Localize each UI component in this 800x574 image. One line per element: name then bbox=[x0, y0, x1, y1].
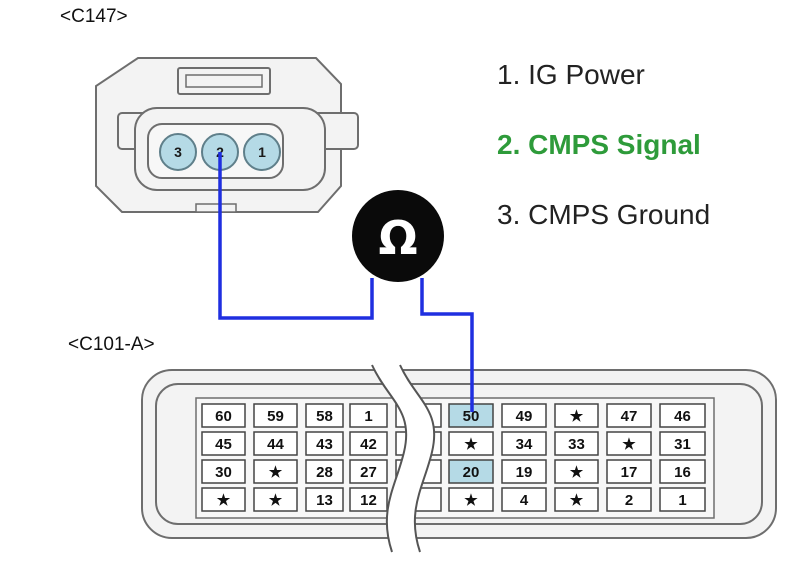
pin-cell bbox=[305, 403, 344, 428]
c147-label: <C147> bbox=[60, 6, 128, 27]
pin-cell-label: ★ bbox=[570, 492, 584, 509]
pin-cell-label: 20 bbox=[463, 464, 480, 481]
pin-cell-label: 60 bbox=[215, 408, 232, 425]
pin-cell-label: 30 bbox=[215, 464, 232, 481]
pin-cell bbox=[554, 459, 599, 484]
pin-cell bbox=[201, 403, 246, 428]
pin-cell-label: 28 bbox=[316, 464, 333, 481]
c147-pin-3 bbox=[159, 133, 197, 171]
c147-pin-1-label: 1 bbox=[258, 144, 266, 160]
pin-cell-label: ★ bbox=[464, 436, 478, 453]
pin-cell-label: 13 bbox=[316, 492, 333, 509]
wire-c147-pin2-to-meter bbox=[218, 152, 374, 320]
legend-item-3: 3. CMPS Ground bbox=[497, 199, 710, 230]
pin-cell bbox=[606, 459, 652, 484]
pin-cell-label: 58 bbox=[316, 408, 333, 425]
pin-cell bbox=[606, 431, 652, 456]
pin-cell bbox=[349, 431, 388, 456]
pin-cell-label: 59 bbox=[267, 408, 284, 425]
pin-cell bbox=[448, 459, 494, 484]
pin-cell-label: 34 bbox=[516, 436, 533, 453]
c101a-connector: 6059581★5049★474645444342★★3433★3130★282… bbox=[141, 364, 777, 553]
pin-cell-label: 49 bbox=[516, 408, 533, 425]
pin-cell-label: 4 bbox=[520, 492, 529, 509]
pin-cell-label: 50 bbox=[463, 408, 480, 425]
ohm-icon: Ω bbox=[378, 211, 417, 265]
pin-cell bbox=[349, 403, 388, 428]
pin-cell bbox=[253, 431, 298, 456]
pin-cell bbox=[554, 487, 599, 512]
legend-item-1: 1. IG Power bbox=[497, 59, 645, 90]
pin-cell-label: ★ bbox=[269, 464, 283, 481]
pin-cell-label: ★ bbox=[570, 464, 584, 481]
pin-cell-label: 44 bbox=[267, 436, 284, 453]
c147-connector: 3 2 1 bbox=[95, 57, 359, 213]
pin-cell bbox=[253, 459, 298, 484]
pin-cell-label: ★ bbox=[464, 492, 478, 509]
pin-cell bbox=[201, 431, 246, 456]
pin-cell-label: 27 bbox=[360, 464, 377, 481]
pin-cell-label: ★ bbox=[269, 492, 283, 509]
pin-cell bbox=[349, 459, 388, 484]
pin-cell bbox=[501, 487, 547, 512]
pin-cell bbox=[448, 431, 494, 456]
pin-cell bbox=[253, 487, 298, 512]
pin-cell bbox=[501, 431, 547, 456]
pin-cell-label: 17 bbox=[621, 464, 638, 481]
c147-bottom-tab bbox=[195, 203, 237, 213]
pin-cell-label: 47 bbox=[621, 408, 638, 425]
pin-cell-label: 12 bbox=[360, 492, 377, 509]
pin-cell bbox=[659, 431, 706, 456]
pin-cell bbox=[201, 459, 246, 484]
pin-cell bbox=[501, 403, 547, 428]
pin-cell-label: 19 bbox=[516, 464, 533, 481]
pin-cell-label: 31 bbox=[674, 436, 691, 453]
c147-pin-1 bbox=[243, 133, 281, 171]
pin-cell bbox=[201, 487, 246, 512]
pin-cell bbox=[305, 459, 344, 484]
pin-cell-label: 33 bbox=[568, 436, 585, 453]
ohmmeter: Ω bbox=[352, 190, 444, 282]
pin-cell bbox=[448, 487, 494, 512]
pin-cell-label: 46 bbox=[674, 408, 691, 425]
pin-cell-label: 1 bbox=[364, 408, 372, 425]
pin-cell-label: 16 bbox=[674, 464, 691, 481]
c147-pin-3-label: 3 bbox=[174, 144, 182, 160]
pin-cell-label: ★ bbox=[622, 436, 636, 453]
pin-cell-label: 45 bbox=[215, 436, 232, 453]
pin-cell bbox=[606, 487, 652, 512]
pin-cell-label: 2 bbox=[625, 492, 633, 509]
pin-cell-label: 43 bbox=[316, 436, 333, 453]
c101a-label: <C101-A> bbox=[68, 334, 155, 355]
pin-cell bbox=[305, 487, 344, 512]
c147-latch-inner bbox=[185, 74, 263, 88]
break-symbol bbox=[371, 364, 436, 553]
pin-cell-label: ★ bbox=[570, 408, 584, 425]
pin-cell-label: 1 bbox=[678, 492, 686, 509]
pin-cell bbox=[659, 487, 706, 512]
wire-meter-to-c101a-pin50 bbox=[420, 278, 474, 412]
pin-cell bbox=[606, 403, 652, 428]
pin-cell-label: 42 bbox=[360, 436, 377, 453]
pin-cell bbox=[659, 403, 706, 428]
ohmmeter-body bbox=[352, 190, 444, 282]
pin-cell bbox=[349, 487, 388, 512]
legend-item-2: 2. CMPS Signal bbox=[497, 129, 701, 160]
pin-cell bbox=[501, 459, 547, 484]
pin-cell bbox=[659, 459, 706, 484]
pin-cell bbox=[253, 403, 298, 428]
pin-cell-label: ★ bbox=[217, 492, 231, 509]
pin-cell bbox=[554, 403, 599, 428]
pin-cell bbox=[554, 431, 599, 456]
pin-cell bbox=[305, 431, 344, 456]
